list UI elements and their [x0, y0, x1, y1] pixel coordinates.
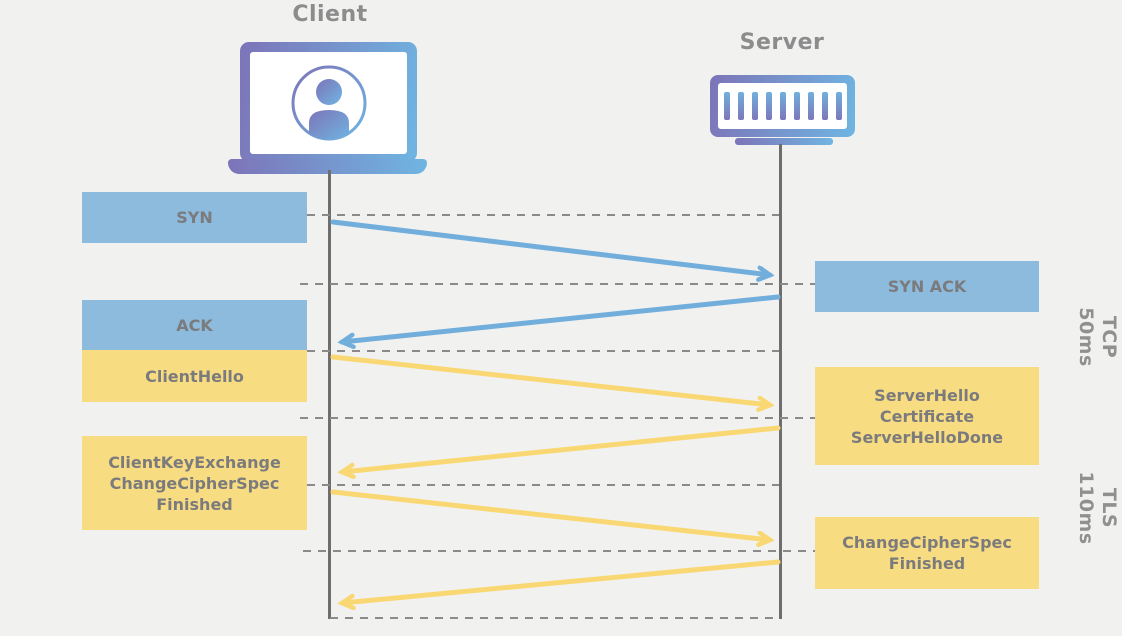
phase-duration: 50ms — [1075, 307, 1097, 367]
phase-duration: 110ms — [1075, 471, 1097, 545]
message-box-clientkeyexchange: ClientKeyExchange ChangeCipherSpec Finis… — [82, 436, 307, 530]
right-edge-strip — [1122, 0, 1130, 636]
server-slot-bar — [765, 92, 772, 120]
phase-label-tcp: TCP 50ms — [1074, 277, 1120, 397]
client-lifeline — [328, 170, 331, 619]
message-label: Finished — [156, 494, 233, 514]
server-label: Server — [739, 30, 825, 55]
client-label: Client — [292, 2, 368, 27]
phase-name: TLS — [1098, 487, 1120, 529]
message-box-ack: ACK — [82, 300, 307, 350]
phase-name: TCP — [1098, 315, 1120, 359]
message-label: ServerHelloDone — [850, 427, 1004, 447]
message-box-synack: SYN ACK — [815, 261, 1039, 312]
arrow-serverhello — [342, 425, 781, 472]
message-box-clienthello: ClientHello — [82, 350, 307, 402]
server-slot-bar — [751, 92, 758, 120]
server-lifeline — [779, 144, 782, 619]
server-slot-bar — [807, 92, 814, 120]
server-icon — [710, 75, 855, 137]
laptop-base — [228, 159, 427, 174]
message-label: ServerHello — [874, 385, 980, 405]
message-label: ClientKeyExchange — [108, 452, 281, 472]
server-slot-bar — [835, 92, 842, 120]
arrow-syn — [330, 219, 770, 275]
message-label: SYN ACK — [887, 277, 967, 296]
server-front-panel — [718, 83, 847, 129]
message-label: ACK — [176, 315, 213, 335]
message-label: SYN — [176, 208, 213, 227]
message-label: ChangeCipherSpec — [109, 473, 280, 493]
phase-label-tls: TLS 110ms — [1074, 448, 1120, 568]
server-slot-bar — [793, 92, 800, 120]
arrow-clientkey — [330, 489, 770, 540]
message-label: ClientHello — [145, 366, 244, 386]
message-label: Certificate — [879, 406, 975, 426]
server-slot-bar — [723, 92, 730, 120]
message-label: Finished — [888, 554, 966, 573]
message-box-syn: SYN — [82, 192, 307, 243]
message-box-serverhello: ServerHello Certificate ServerHelloDone — [815, 367, 1039, 465]
laptop-icon — [240, 42, 417, 162]
arrow-changecipher — [342, 559, 781, 603]
server-slot-bar — [737, 92, 744, 120]
arrow-clienthello — [330, 354, 770, 405]
message-label: ChangeCipherSpec — [842, 533, 1012, 552]
server-slot-bar — [821, 92, 828, 120]
arrow-synack — [342, 294, 781, 342]
server-slot-bar — [779, 92, 786, 120]
user-avatar-icon — [291, 65, 366, 141]
message-box-changecipherspec: ChangeCipherSpec Finished — [815, 517, 1039, 589]
laptop-screen — [250, 52, 407, 154]
server-stand — [735, 138, 833, 145]
